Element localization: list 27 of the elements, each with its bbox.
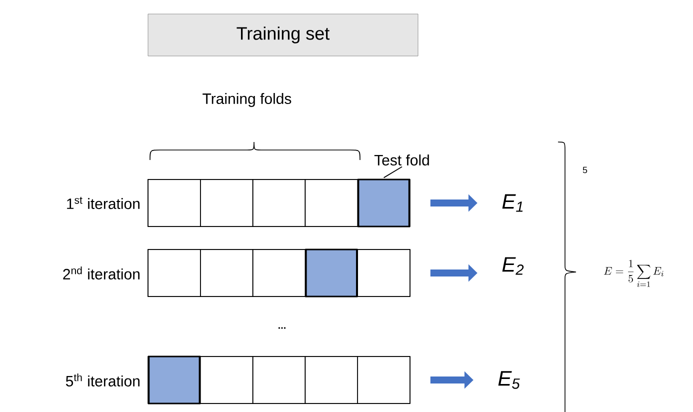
fold-cell — [357, 356, 410, 404]
fold-cell — [304, 356, 358, 404]
test-fold-cell — [358, 178, 410, 228]
row-label: 1$^{st}$ iteration — [67, 196, 140, 210]
test-fold-cell — [305, 248, 358, 298]
brace-label: Training folds — [202, 93, 292, 107]
formula: $E = \frac{1}{5} \sum_{i=1} E_i$ — [604, 260, 664, 287]
test-fold-cell — [148, 356, 200, 404]
error-label: E$_{5}$ — [498, 371, 520, 389]
fold-cell — [148, 249, 201, 297]
fold-cell — [357, 249, 410, 297]
error-label: E$_{1}$ — [502, 194, 523, 212]
error-label: E$_{2}$ — [502, 257, 524, 275]
fold-cell — [304, 179, 358, 227]
ellipsis: ... — [278, 327, 286, 329]
fold-cell — [200, 179, 254, 227]
fold-cell — [148, 179, 201, 227]
fold-cell — [252, 179, 306, 227]
callout-text: Test fold — [374, 154, 429, 166]
fold-cell — [200, 356, 254, 404]
row-label: 5$^{th}$ iteration — [66, 374, 140, 386]
row-label: 2$^{nd}$ iteration — [63, 266, 140, 280]
leader-line — [383, 166, 402, 178]
title-box: Training set — [148, 14, 418, 56]
fold-cell — [200, 249, 254, 297]
fold-cell — [252, 356, 306, 404]
sum-limit: 5 — [582, 166, 588, 174]
